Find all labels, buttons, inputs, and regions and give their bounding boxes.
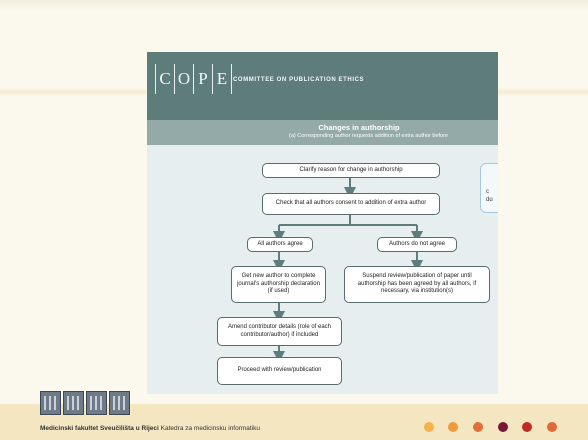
- node-check-consent: Check that all authors consent to additi…: [262, 193, 440, 215]
- flowchart-title-bar: Changes in authorship (a) Corresponding …: [147, 120, 498, 145]
- footer-department: Katedra za medicinsku informatiku: [160, 425, 261, 432]
- cope-letter-o: O: [175, 64, 194, 94]
- cope-flowchart-image: C O P E COMMITTEE ON PUBLICATION ETHICS …: [147, 52, 498, 394]
- flowchart-connectors: [273, 178, 423, 363]
- faculty-logo: [40, 391, 130, 415]
- arrow-check-to-branches: [279, 215, 417, 226]
- node-get-new-author: Get new author to complete journal's aut…: [231, 266, 326, 303]
- footer-dot: [473, 422, 483, 432]
- node-proceed: Proceed with review/publication: [217, 357, 342, 385]
- cope-tagline: COMMITTEE ON PUBLICATION ETHICS: [233, 77, 365, 83]
- node-authors-not-agree: Authors do not agree: [377, 237, 457, 252]
- footer-caption: Medicinski fakultet Sveučilišta u Rijeci…: [40, 425, 260, 432]
- side-note-line: c: [486, 189, 489, 195]
- flowchart-subtitle: (a) Corresponding author requests additi…: [289, 133, 448, 139]
- cope-letter-c: C: [156, 64, 175, 94]
- footer-dot: [424, 422, 434, 432]
- footer-dot: [498, 422, 508, 432]
- cope-letter-p: P: [194, 64, 213, 94]
- cope-header: C O P E COMMITTEE ON PUBLICATION ETHICS: [147, 52, 498, 120]
- node-suspend-review: Suspend review/publication of paper unti…: [344, 266, 490, 303]
- footer-institution: Medicinski fakultet Sveučilišta u Rijeci: [40, 425, 159, 432]
- footer-dot: [547, 422, 557, 432]
- node-amend-details: Amend contributor details (role of each …: [217, 317, 342, 346]
- node-all-authors-agree: All authors agree: [247, 237, 313, 252]
- cope-logo: C O P E: [155, 64, 232, 94]
- node-clarify-reason: Clarify reason for change in authorship: [262, 163, 440, 178]
- slide-top-band: [0, 0, 588, 10]
- side-note-box: c du: [480, 163, 498, 213]
- side-note-line: du: [486, 197, 493, 203]
- cope-letter-e: E: [216, 69, 228, 88]
- footer-dot: [522, 422, 532, 432]
- footer-dot: [448, 422, 458, 432]
- flowchart-title: Changes in authorship: [318, 123, 400, 132]
- side-note-text: c du: [486, 188, 493, 204]
